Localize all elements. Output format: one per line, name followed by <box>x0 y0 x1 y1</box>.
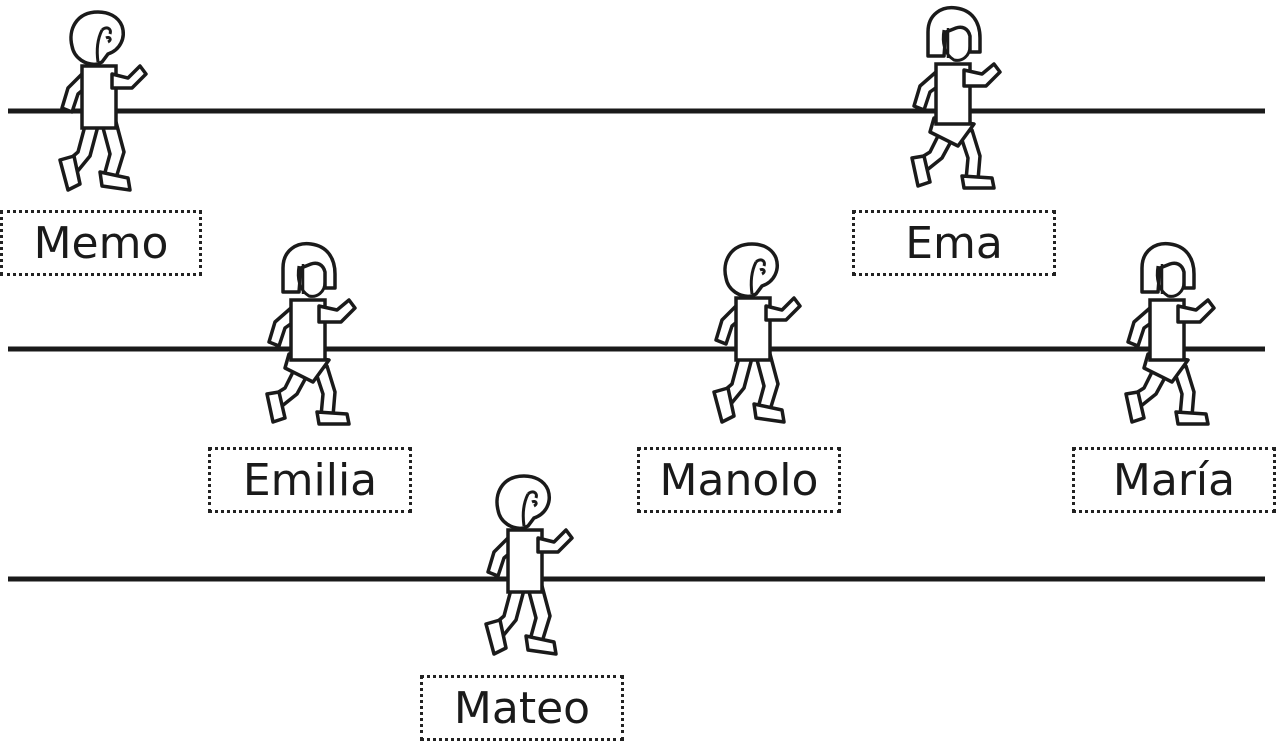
name-label-ema: Ema <box>852 210 1056 276</box>
name-label-manolo: Manolo <box>637 447 841 513</box>
runner-memo-figure <box>58 10 148 192</box>
name-label-memo: Memo <box>0 210 202 276</box>
name-label-mateo: Mateo <box>420 675 624 741</box>
runner-emilia-figure <box>265 241 357 426</box>
name-label-emilia: Emilia <box>208 447 412 513</box>
runner-maria-figure <box>1124 241 1216 426</box>
runner-manolo-figure <box>712 242 802 424</box>
runner-ema-figure <box>910 5 1002 190</box>
name-label-maria: María <box>1072 447 1276 513</box>
runner-mateo-figure <box>484 474 574 656</box>
